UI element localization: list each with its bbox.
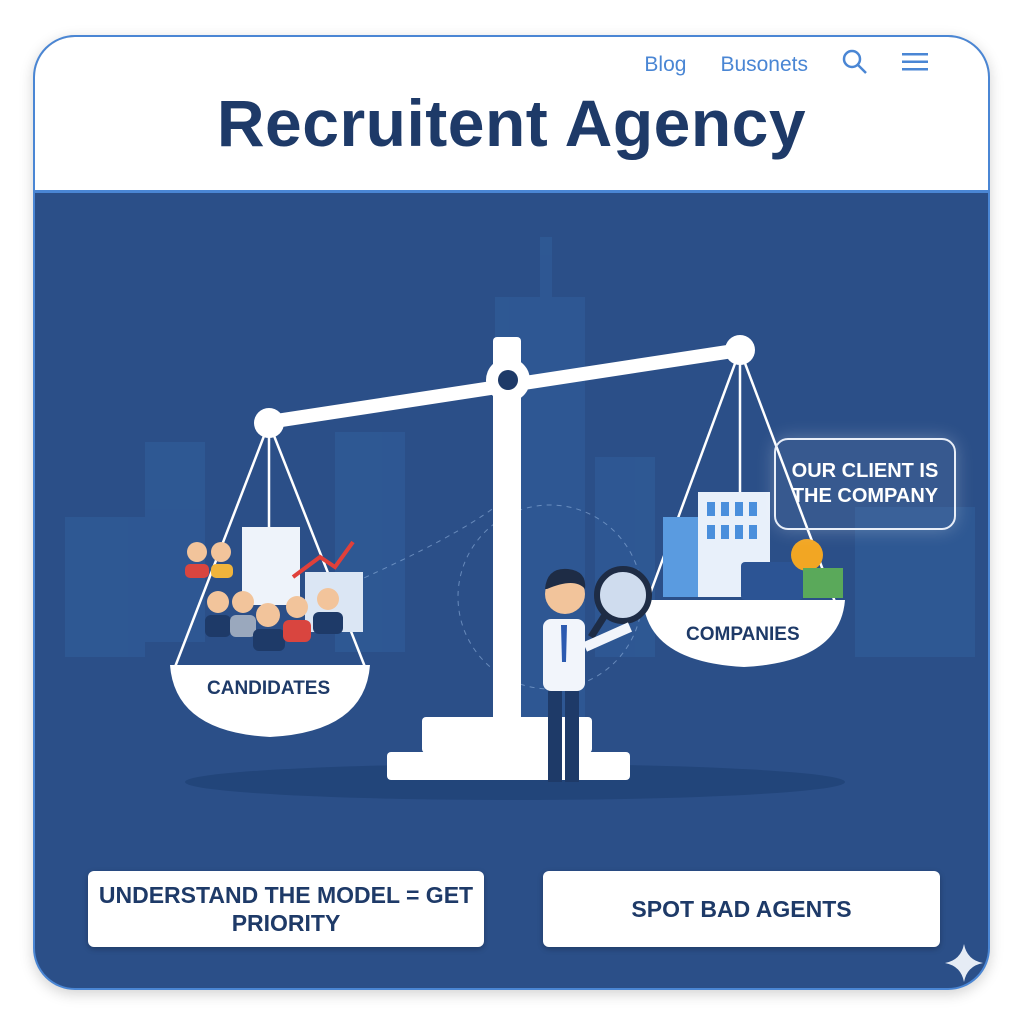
search-icon[interactable]	[842, 49, 868, 81]
site-header: Blog Busonets Recruitent Agency	[35, 37, 988, 193]
scale-illustration	[65, 237, 975, 800]
magnifier-icon	[594, 566, 652, 624]
candidates-group	[185, 527, 363, 651]
sparkle-icon	[945, 944, 983, 982]
top-nav: Blog Busonets	[644, 49, 928, 81]
nav-business-link[interactable]: Busonets	[720, 53, 808, 76]
nav-blog-link[interactable]: Blog	[644, 53, 687, 76]
right-pan	[643, 600, 845, 667]
companies-group	[663, 492, 843, 600]
candidates-label: CANDIDATES	[207, 678, 331, 699]
speech-bubble: OUR CLIENT IS THE COMPANY	[774, 438, 956, 530]
scale-base	[387, 752, 630, 780]
scale-post	[493, 337, 521, 727]
menu-icon[interactable]	[902, 52, 928, 78]
understand-model-button[interactable]: UNDERSTAND THE MODEL = GET PRIORITY	[88, 871, 484, 947]
left-pan	[170, 665, 370, 737]
page-card: Blog Busonets Recruitent Agency CANDIDAT…	[33, 35, 990, 990]
page-title: Recruitent Agency	[216, 86, 807, 160]
recruiter-figure	[543, 566, 652, 782]
companies-label: COMPANIES	[686, 624, 800, 645]
spot-bad-agents-button[interactable]: SPOT BAD AGENTS	[543, 871, 940, 947]
